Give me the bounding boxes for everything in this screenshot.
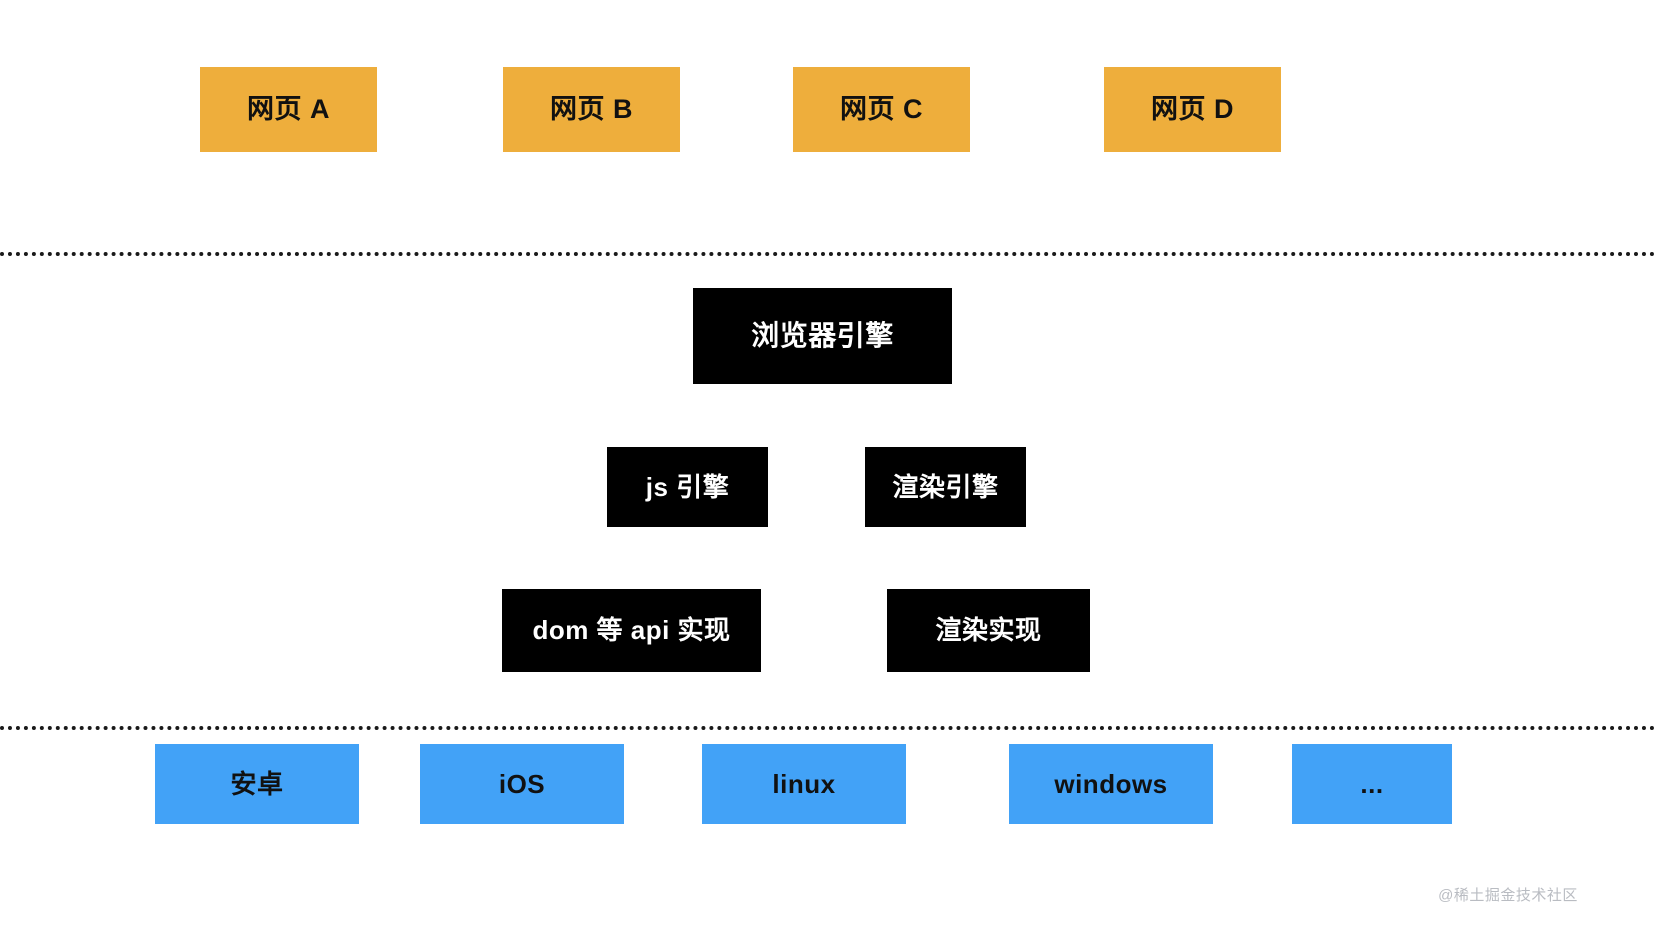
os-box-more-label: ... [1360,768,1384,799]
webpage-box-c[interactable]: 网页 C [793,67,970,152]
webpage-box-a[interactable]: 网页 A [200,67,377,152]
browser-engine-label: 浏览器引擎 [751,319,894,351]
webpage-box-d[interactable]: 网页 D [1104,67,1281,152]
webpage-box-b-label: 网页 B [550,93,633,124]
webpage-box-c-label: 网页 C [840,93,923,124]
webpage-box-a-label: 网页 A [247,93,330,124]
divider-webpage-engine [0,252,1656,256]
render-impl-box[interactable]: 渲染实现 [887,589,1090,672]
webpage-box-b[interactable]: 网页 B [503,67,680,152]
os-box-ios-label: iOS [498,768,546,799]
os-box-android[interactable]: 安卓 [155,744,359,824]
os-box-ios[interactable]: iOS [420,744,624,824]
os-box-linux[interactable]: linux [702,744,906,824]
browser-engine-box[interactable]: 浏览器引擎 [693,288,952,384]
divider-engine-os [0,726,1656,730]
render-impl-label: 渲染实现 [935,615,1042,646]
render-engine-box[interactable]: 渲染引擎 [865,447,1026,527]
render-engine-label: 渲染引擎 [892,471,999,502]
js-engine-box[interactable]: js 引擎 [607,447,768,527]
os-box-linux-label: linux [772,768,836,799]
os-box-android-label: 安卓 [230,768,284,799]
os-box-windows[interactable]: windows [1009,744,1213,824]
js-engine-label: js 引擎 [645,471,730,502]
dom-api-impl-box[interactable]: dom 等 api 实现 [502,589,761,672]
dom-api-impl-label: dom 等 api 实现 [532,615,731,646]
webpage-box-d-label: 网页 D [1151,93,1234,124]
os-box-windows-label: windows [1054,768,1168,799]
os-box-more[interactable]: ... [1292,744,1452,824]
watermark: @稀土掘金技术社区 [1438,887,1578,904]
